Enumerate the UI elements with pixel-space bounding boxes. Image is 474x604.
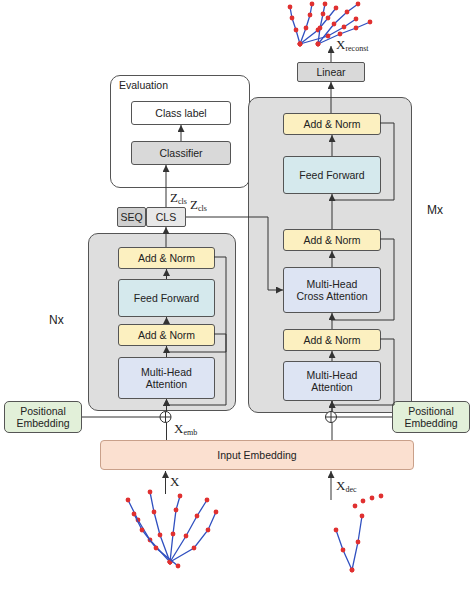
decoder-block: MxAdd & NormFeed ForwardAdd & NormMulti-… [248,97,412,413]
flow-arrow [332,401,392,417]
skeleton-bone [352,516,362,570]
norm-box: Add & Norm [283,229,381,251]
token-box: CLS [146,207,186,227]
skeleton-bone [300,19,356,44]
input-arrow [165,471,166,494]
output-box: Class label [131,101,231,125]
edge-label: Zcls [170,190,187,206]
encoder-block: NxAdd & NormFeed ForwardAdd & NormMulti-… [88,233,236,411]
box-label: Add & Norm [303,118,360,130]
box-label: Add & Norm [303,334,360,346]
skeleton-bone [170,500,207,562]
add-symbol [160,412,171,423]
flow-arrow [166,399,167,440]
flow-arrow [331,82,332,113]
norm-box: Add & Norm [118,324,215,346]
skeleton-output [290,4,370,44]
flow-arrow [332,351,333,361]
flow-arrow [166,165,167,207]
skeleton-bone [170,496,180,562]
norm-box: Add & Norm [118,247,215,269]
evaluation-panel: EvaluationClass labelClassifier [110,75,250,188]
feedforward-box: Feed Forward [118,279,215,317]
skeleton-bone [300,8,336,44]
box-label: Feed Forward [134,292,199,304]
norm-box: Add & Norm [283,329,381,351]
box-label: Class label [155,107,206,119]
signal-label: X [170,474,179,490]
skeleton-bone [300,4,312,44]
flow-arrow [332,313,333,329]
add-symbol [160,412,171,423]
skeleton-decoder-input [336,496,381,570]
flow-arrow [186,217,283,290]
add-symbol [326,412,337,423]
box-label: Classifier [159,147,202,159]
flow-arrow [166,317,167,324]
box-label: Input Embedding [217,449,296,461]
box-label: Positional Embedding [15,405,71,429]
block-heading: Nx [49,314,64,326]
edge-label: Xemb [174,421,197,437]
box-label: Add & Norm [138,329,195,341]
skeleton-bone [290,7,300,44]
feedforward-box: Feed Forward [283,156,381,194]
flow-arrow [332,194,333,229]
skeleton-bone [134,514,178,566]
skeleton-bone [170,512,216,562]
box-label: CLS [156,211,176,223]
attention-box: Multi-Head Cross Attention [283,267,381,313]
embedding-box: Positional Embedding [4,401,82,433]
box-label: Multi-Head Cross Attention [294,278,370,302]
signal-label: Xreconst [336,37,369,53]
norm-box: Add & Norm [283,113,381,135]
box-label: Positional Embedding [403,405,459,429]
flow-arrow [332,135,333,156]
block-heading: Mx [427,204,443,216]
embedding-box: Positional Embedding [392,401,470,433]
block-heading: Evaluation [119,79,168,91]
add-symbol [326,412,337,423]
output-arrow [331,46,332,62]
flow-arrow [82,399,167,417]
flow-arrow [332,251,333,267]
box-label: Linear [316,66,345,78]
add-symbols [160,412,337,423]
token-box: SEQ [117,207,146,227]
box-label: Add & Norm [303,234,360,246]
skeleton-bone [128,500,170,562]
attention-box: Multi-Head Attention [283,361,381,401]
flow-arrow [332,401,333,440]
skeleton-bone [318,4,325,44]
box-label: Feed Forward [299,169,364,181]
flow-arrow [166,269,167,279]
input-arrow [331,471,332,500]
classifier-box: Classifier [131,141,231,165]
box-label: Add & Norm [138,252,195,264]
flow-arrow [166,227,167,247]
flow-arrow [181,125,182,141]
skeleton-joint [355,496,381,506]
signal-label: Xdec [336,478,357,494]
box-label: SEQ [120,211,142,223]
box-label: Multi-Head Attention [294,369,370,393]
box-label: Multi-Head Attention [129,366,204,390]
attention-box: Multi-Head Attention [118,357,215,399]
linear-box: Linear [297,62,365,82]
edge-label: Zcls [190,197,207,213]
skeleton-input [128,492,216,566]
skeleton-bone [336,530,352,570]
embedding-box: Input Embedding [100,440,414,470]
flow-arrow [166,346,167,357]
skeleton-bone [150,492,170,562]
